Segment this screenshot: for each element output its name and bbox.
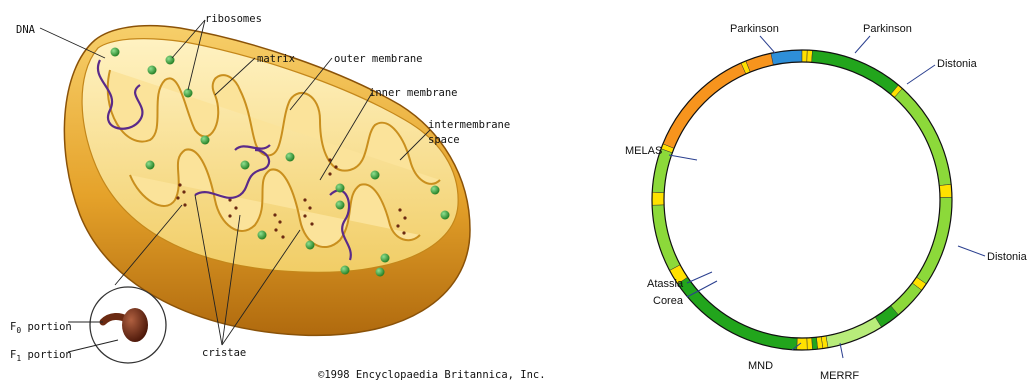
melas-label: MELAS (625, 145, 662, 157)
cristae-label: cristae (202, 347, 246, 359)
mitochondrion-illustration: DNA ribosomes matrix outer membrane inne… (0, 0, 545, 385)
mnd-label: MND (748, 360, 773, 372)
parkinson-right-label: Parkinson (863, 23, 912, 35)
light-green-segment (891, 283, 922, 315)
inner-membrane-label: inner membrane (369, 87, 458, 99)
merrf-label: MERRF (820, 370, 859, 382)
f0-portion-label: F0 portion (10, 321, 72, 335)
copyright-label: ©1998 Encyclopaedia Britannica, Inc. (318, 369, 545, 381)
trna-segment (807, 338, 813, 350)
distonia-right-label: Distonia (987, 251, 1028, 263)
intermembrane-label-line2: space (428, 134, 460, 146)
parkinson-left-label: Parkinson (730, 23, 779, 35)
distonia-top-label: Distonia (937, 58, 978, 70)
intermembrane-label-line1: intermembrane (428, 119, 510, 131)
f1-portion-label: F1 portion (10, 349, 72, 363)
inner-ring-outline (664, 62, 940, 338)
trna-segment (652, 192, 664, 205)
matrix-label: matrix (257, 53, 295, 65)
mtdna-ring (652, 50, 952, 350)
ribosomes-label: ribosomes (205, 13, 262, 25)
light-green-segment (894, 89, 951, 186)
mtdna-disease-map: Parkinson Parkinson Distonia MELAS Disto… (545, 0, 1030, 385)
outer-membrane-label: outer membrane (334, 53, 423, 65)
atassia-label: Atassia (647, 278, 684, 290)
dna-label: DNA (16, 24, 36, 36)
trna-segment (797, 338, 807, 350)
f1-head (122, 308, 148, 342)
corea-label: Corea (653, 295, 684, 307)
orange-region-segment (663, 63, 746, 148)
trna-segment (802, 50, 807, 62)
trna-segment (939, 184, 952, 197)
